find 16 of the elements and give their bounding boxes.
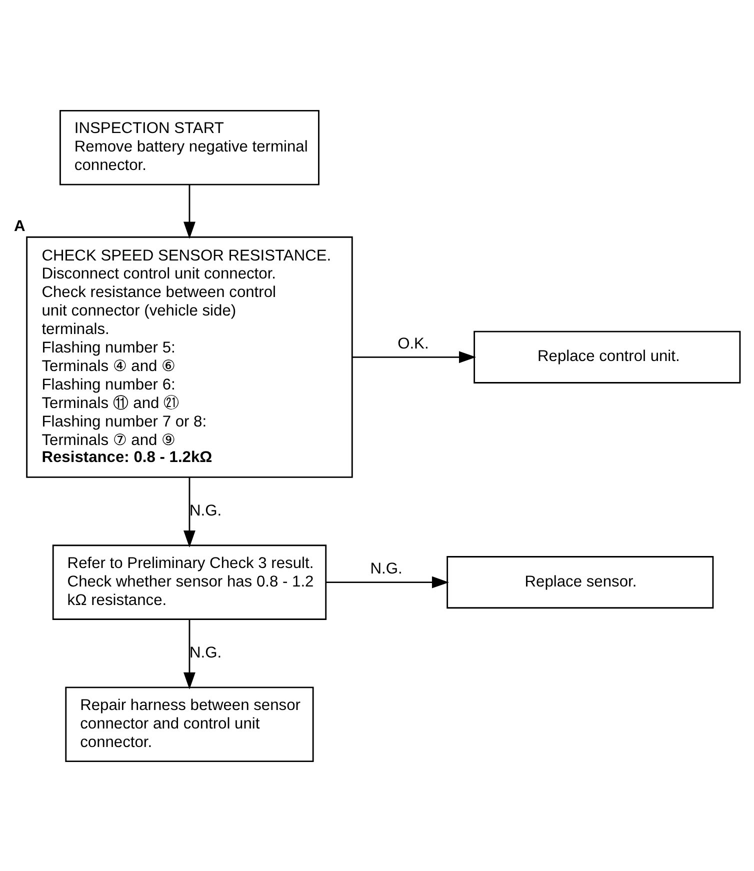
edge-label: N.G.: [189, 502, 222, 519]
edge-label: N.G.: [370, 560, 402, 578]
arrow: [352, 350, 476, 363]
node-box: INSPECTION START Remove battery negative terminal connector.: [60, 109, 320, 185]
node-label: A: [14, 218, 26, 235]
node-box: CHECK SPEED SENSOR RESISTANCE. Disconnect control unit connector. Check resistance between control unit connector (vehicle side) terminals. Flashing number 5: Terminals ④ and ⑥ Flashing number 6: Terminals ⑪ and ㉑ Flashing number 7 or 8: Terminals ⑦ and ⑨ Resistance: 0.8 - 1.2kΩ: [26, 236, 353, 478]
node-box: Refer to Preliminary Check 3 result. Check whether sensor has 0.8 - 1.2 kΩ resistance.: [52, 544, 327, 620]
edge-label: N.G.: [189, 644, 222, 661]
arrow: [184, 184, 196, 238]
arrow: [184, 477, 196, 548]
edge-label: O.K.: [398, 334, 429, 352]
node-box: Repair harness between sensor connector and control unit connector.: [65, 686, 314, 762]
node-box: Replace control unit.: [474, 330, 741, 383]
arrow: [326, 576, 450, 588]
node-box: Replace sensor.: [446, 556, 714, 608]
arrow: [184, 619, 196, 689]
